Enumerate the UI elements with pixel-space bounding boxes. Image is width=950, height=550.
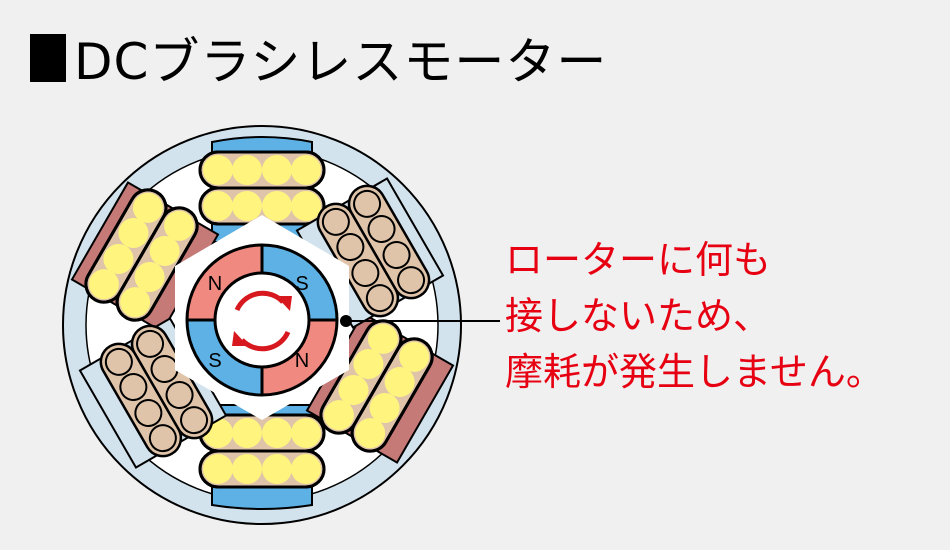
stator-coil-bottom	[198, 404, 326, 510]
svg-text:N: N	[295, 350, 309, 372]
annotation-line-1: ローターに何も	[505, 238, 772, 282]
annotation-text: ローターに何も 接しないため、 摩耗が発生しません。	[505, 232, 884, 400]
annotation-line-3: 摩耗が発生しません。	[505, 350, 884, 394]
page-title: DCブラシレスモーター	[30, 28, 607, 91]
svg-text:S: S	[208, 350, 221, 372]
rotation-arrow-ccw	[240, 330, 291, 352]
svg-text:N: N	[208, 273, 222, 295]
rotor: N S S N	[185, 243, 339, 397]
stator-coil-top	[198, 136, 326, 243]
annotation-line-2: 接しないため、	[505, 294, 772, 338]
svg-text:S: S	[295, 273, 308, 295]
square-bullet-icon	[30, 34, 66, 82]
title-text: DCブラシレスモーター	[74, 33, 608, 91]
